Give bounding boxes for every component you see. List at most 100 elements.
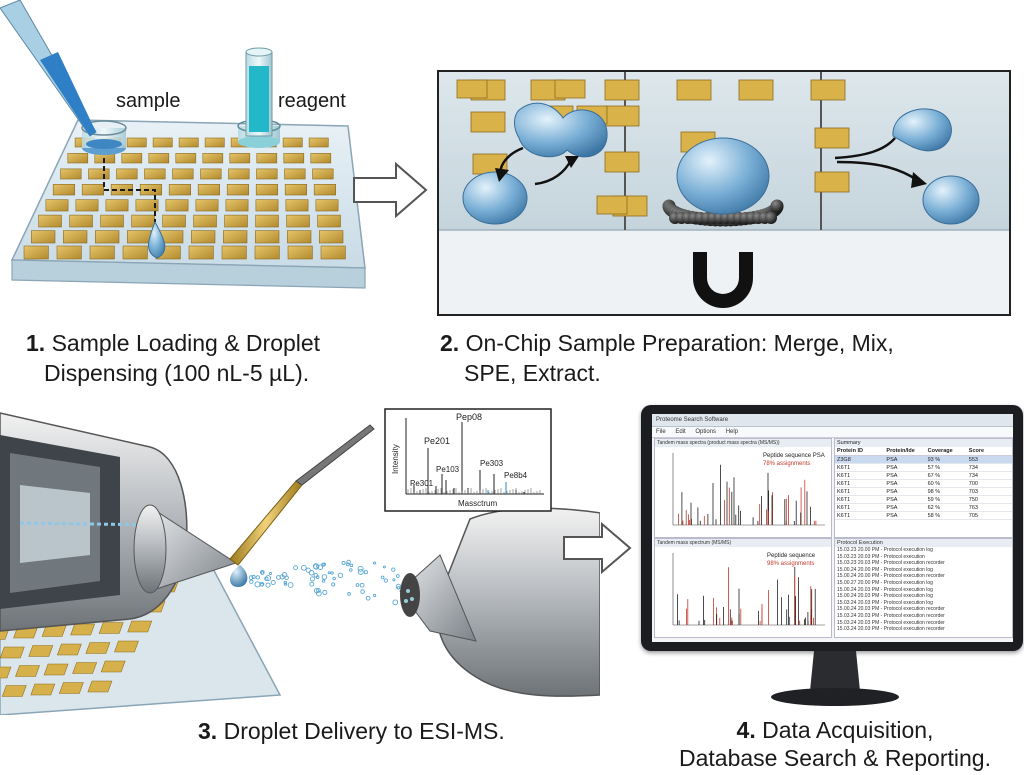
caption-step-1: 1. Sample Loading & Droplet Dispensing (… xyxy=(26,328,320,388)
electrode-pad xyxy=(131,214,155,228)
table-cell: K6T1 xyxy=(837,504,851,511)
spray-droplet xyxy=(382,565,386,569)
spray-droplet xyxy=(365,595,371,601)
electrode-pad xyxy=(223,230,248,244)
panel2-prep-illustration xyxy=(437,70,1011,316)
caption-step-3: 3. Droplet Delivery to ESI-MS. xyxy=(198,716,505,746)
log-entry: 15.03.23 20.03 PM - Protocol execution xyxy=(837,553,925,560)
merge-droplets xyxy=(462,102,608,225)
magnet-icon xyxy=(693,252,753,308)
electrode-pad xyxy=(122,245,148,260)
dispensed-droplet xyxy=(148,220,166,259)
menu-edit[interactable]: Edit xyxy=(675,429,686,435)
electrode-pad xyxy=(89,245,115,260)
spray-droplet xyxy=(321,579,326,583)
electrode-pad xyxy=(144,168,166,180)
electrode-pad xyxy=(152,137,173,148)
table-cell: K6T1 xyxy=(837,512,851,519)
spray-droplet xyxy=(321,562,326,567)
table-cell: K6T1 xyxy=(837,464,851,471)
electrode-pad xyxy=(100,660,126,673)
table-cell: PSA xyxy=(886,472,898,479)
spray-droplet xyxy=(359,582,365,588)
spray-droplet xyxy=(331,582,336,587)
panel3-esi-illustration xyxy=(0,412,600,715)
arrow-right-icon xyxy=(353,161,428,219)
extract-droplets xyxy=(834,108,980,225)
electrode-pad xyxy=(45,199,69,212)
electrode-pad xyxy=(85,642,111,654)
spray-droplet xyxy=(293,565,299,571)
peak-label: Pe103 xyxy=(436,465,460,474)
table-cell: PSA xyxy=(886,496,898,503)
bead xyxy=(770,199,784,213)
menu-options[interactable]: Options xyxy=(695,429,717,435)
electrode-pad xyxy=(172,168,194,180)
electrode-pad xyxy=(470,111,506,133)
electrode-pad xyxy=(284,168,306,180)
electrode-pad xyxy=(738,79,774,101)
caption-line: On-Chip Sample Preparation: Merge, Mix, xyxy=(465,330,894,356)
spray-droplet xyxy=(265,575,272,582)
electrode-pad xyxy=(286,230,312,244)
electrode-pad xyxy=(148,153,170,164)
electrode-pad xyxy=(127,620,153,633)
electrode-pad xyxy=(56,245,82,260)
spray-droplet xyxy=(248,575,254,580)
magnetic-beads xyxy=(662,199,784,227)
electrode-pad xyxy=(114,640,139,653)
spray-droplet xyxy=(301,564,307,571)
electrode-pad xyxy=(202,153,224,164)
log-pane: Protocol Execution 15.03.23 20.00 PM - P… xyxy=(834,538,1013,638)
table-header-cell: Protein/Ide xyxy=(886,448,915,454)
spray-droplet xyxy=(260,571,265,575)
electrode-pad xyxy=(256,153,278,164)
electrode-pad xyxy=(0,666,12,679)
reagent-label: reagent xyxy=(278,90,346,112)
spray-droplet xyxy=(373,561,377,565)
table-cell: 703 xyxy=(968,488,978,495)
electrode-pad xyxy=(127,230,152,244)
electrode-pad xyxy=(229,153,251,164)
caption-line: Dispensing (100 nL-5 µL). xyxy=(44,360,310,386)
electrode-pad xyxy=(810,79,846,101)
spray-droplet xyxy=(269,572,272,575)
spray-droplet xyxy=(283,580,288,585)
spray-droplet xyxy=(349,568,353,572)
spray-droplet xyxy=(395,574,400,578)
electrode-pad xyxy=(38,214,62,228)
electrode-pad xyxy=(191,230,216,244)
spray-droplet xyxy=(265,582,271,588)
spectrum-pane-title: Tandem mass spectrum (MS/MS) xyxy=(655,539,831,547)
table-cell: K6T1 xyxy=(837,488,851,495)
spray-droplet xyxy=(313,572,319,578)
caption-line: Droplet Delivery to ESI-MS. xyxy=(223,718,505,744)
electrode-pad xyxy=(69,214,93,228)
electrode-pad xyxy=(28,645,54,657)
electrode-pad xyxy=(282,137,303,148)
spray-droplet xyxy=(309,576,315,582)
electrode-pad xyxy=(98,622,124,634)
electrode-pad xyxy=(23,245,49,260)
spectrum-annotation: Peptide sequence PSA xyxy=(763,453,825,459)
electrode-pad xyxy=(287,245,313,260)
spray-droplet xyxy=(254,581,261,588)
spray-droplet xyxy=(347,592,351,596)
log-entry: 15.00.24 20.03 PM - Protocol execution l… xyxy=(837,593,933,600)
menu-file[interactable]: File xyxy=(656,429,666,435)
menu-help[interactable]: Help xyxy=(725,429,739,435)
spectrum-annotation: Peptide sequence xyxy=(767,553,816,559)
sample-label: sample xyxy=(116,90,181,112)
caption-step-number: 2. xyxy=(440,330,460,356)
electrode-pad xyxy=(226,184,249,196)
ms-spectrum-plot xyxy=(672,453,825,526)
table-cell: 57 % xyxy=(927,464,941,471)
